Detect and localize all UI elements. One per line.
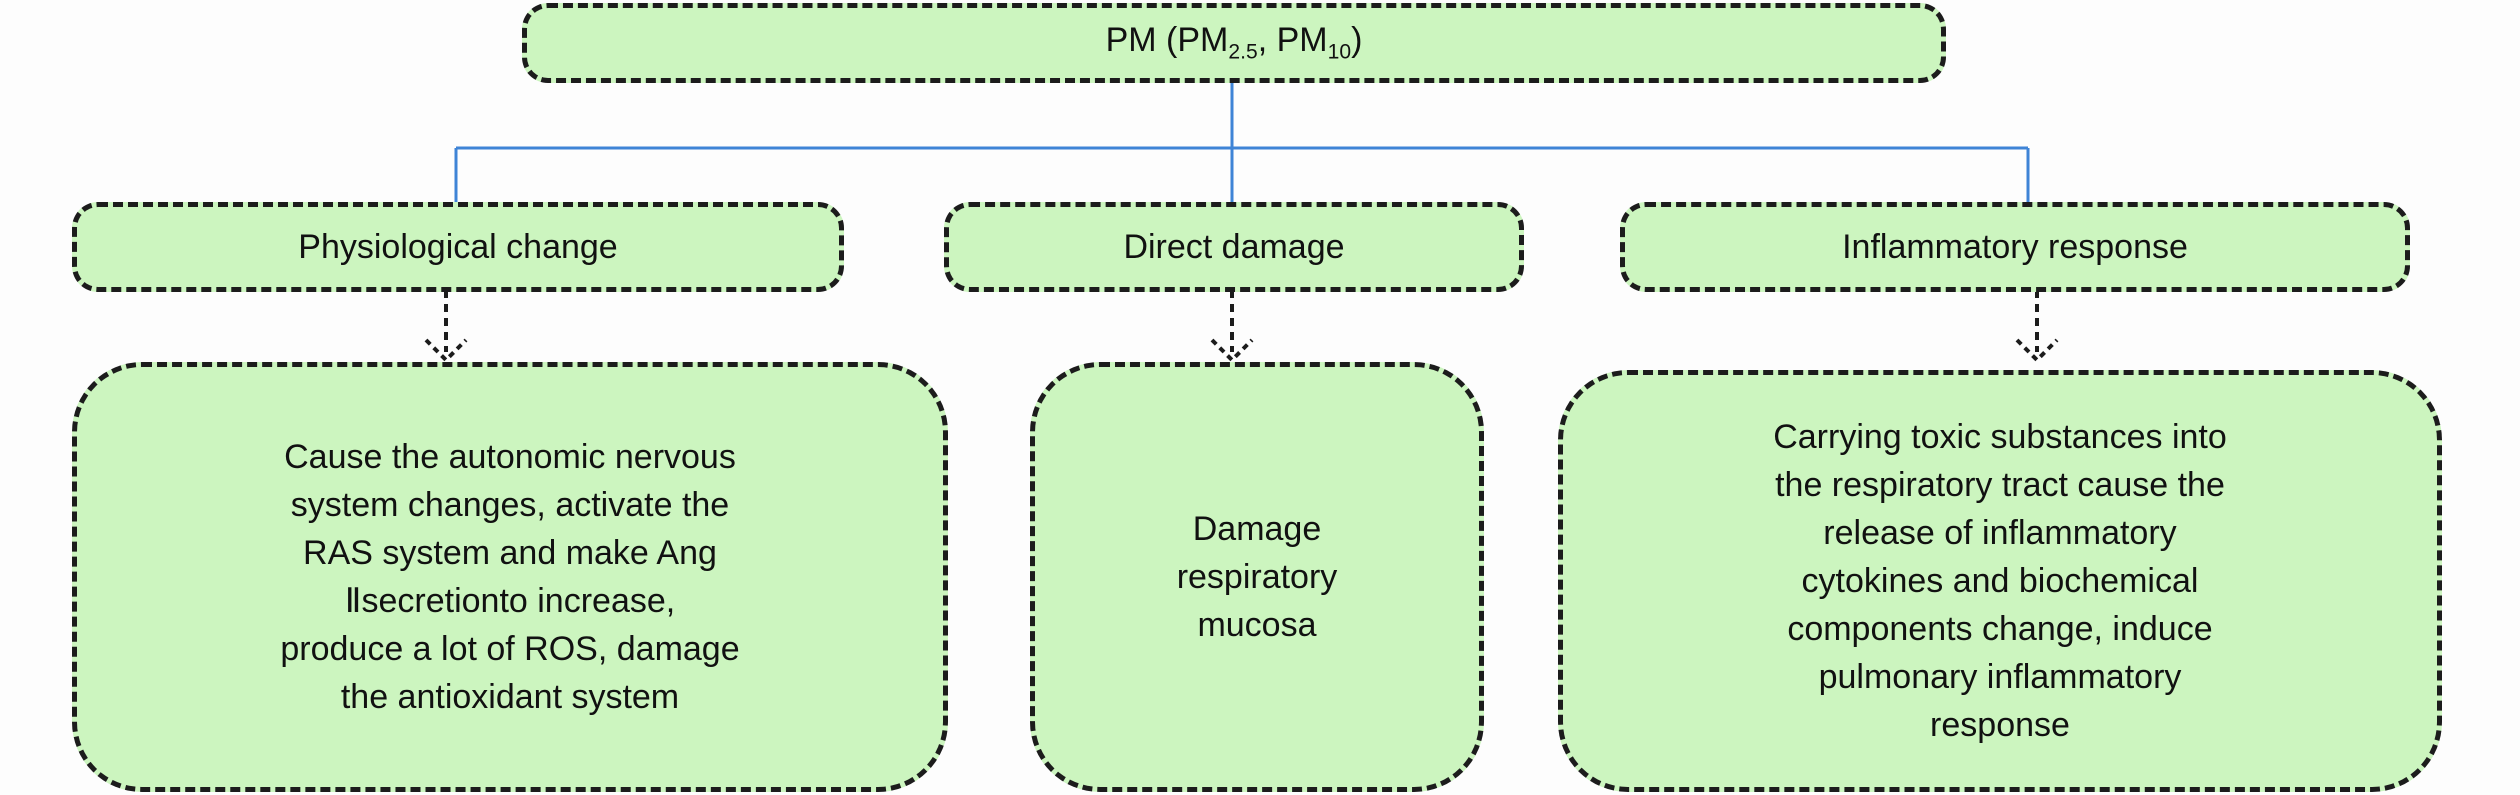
detail-text: Damage respiratory mucosa <box>1177 505 1338 649</box>
detail-line: mucosa <box>1197 606 1317 644</box>
detail-line: cytokines and biochemical <box>1801 562 2199 600</box>
detail-line: Damage <box>1192 510 1322 548</box>
detail-line: produce a lot of ROS, damage <box>280 630 740 668</box>
category-label: Physiological change <box>298 227 618 266</box>
detail-line: the respiratory tract cause the <box>1775 466 2225 504</box>
detail-line: components change, induce <box>1787 610 2213 648</box>
detail-line: pulmonary inflammatory <box>1818 658 2182 696</box>
detail-line: Cause the autonomic nervous <box>284 438 736 476</box>
category-direct-damage: Direct damage <box>944 202 1524 292</box>
detail-physiological-change: Cause the autonomic nervous system chang… <box>72 362 948 792</box>
root-label: PM (PM2.5, PM10) <box>1105 21 1363 64</box>
category-label: Direct damage <box>1123 227 1345 266</box>
category-physiological-change: Physiological change <box>72 202 844 292</box>
detail-line: Ⅱsecretionto increase, <box>344 582 676 620</box>
detail-line: RAS system and make Ang <box>303 534 717 572</box>
category-label: Inflammatory response <box>1842 227 2188 266</box>
detail-line: release of inflammatory <box>1823 514 2177 552</box>
detail-line: response <box>1930 706 2070 744</box>
root-node-pm: PM (PM2.5, PM10) <box>522 3 1946 83</box>
detail-line: Carrying toxic substances into <box>1773 418 2227 456</box>
detail-line: respiratory <box>1176 558 1338 596</box>
detail-direct-damage: Damage respiratory mucosa <box>1030 362 1484 792</box>
category-inflammatory-response: Inflammatory response <box>1620 202 2410 292</box>
detail-text: Cause the autonomic nervous system chang… <box>280 433 739 721</box>
detail-inflammatory-response: Carrying toxic substances into the respi… <box>1558 370 2442 792</box>
detail-text: Carrying toxic substances into the respi… <box>1773 413 2227 749</box>
detail-line: the antioxidant system <box>340 678 680 716</box>
detail-line: system changes, activate the <box>290 486 730 524</box>
